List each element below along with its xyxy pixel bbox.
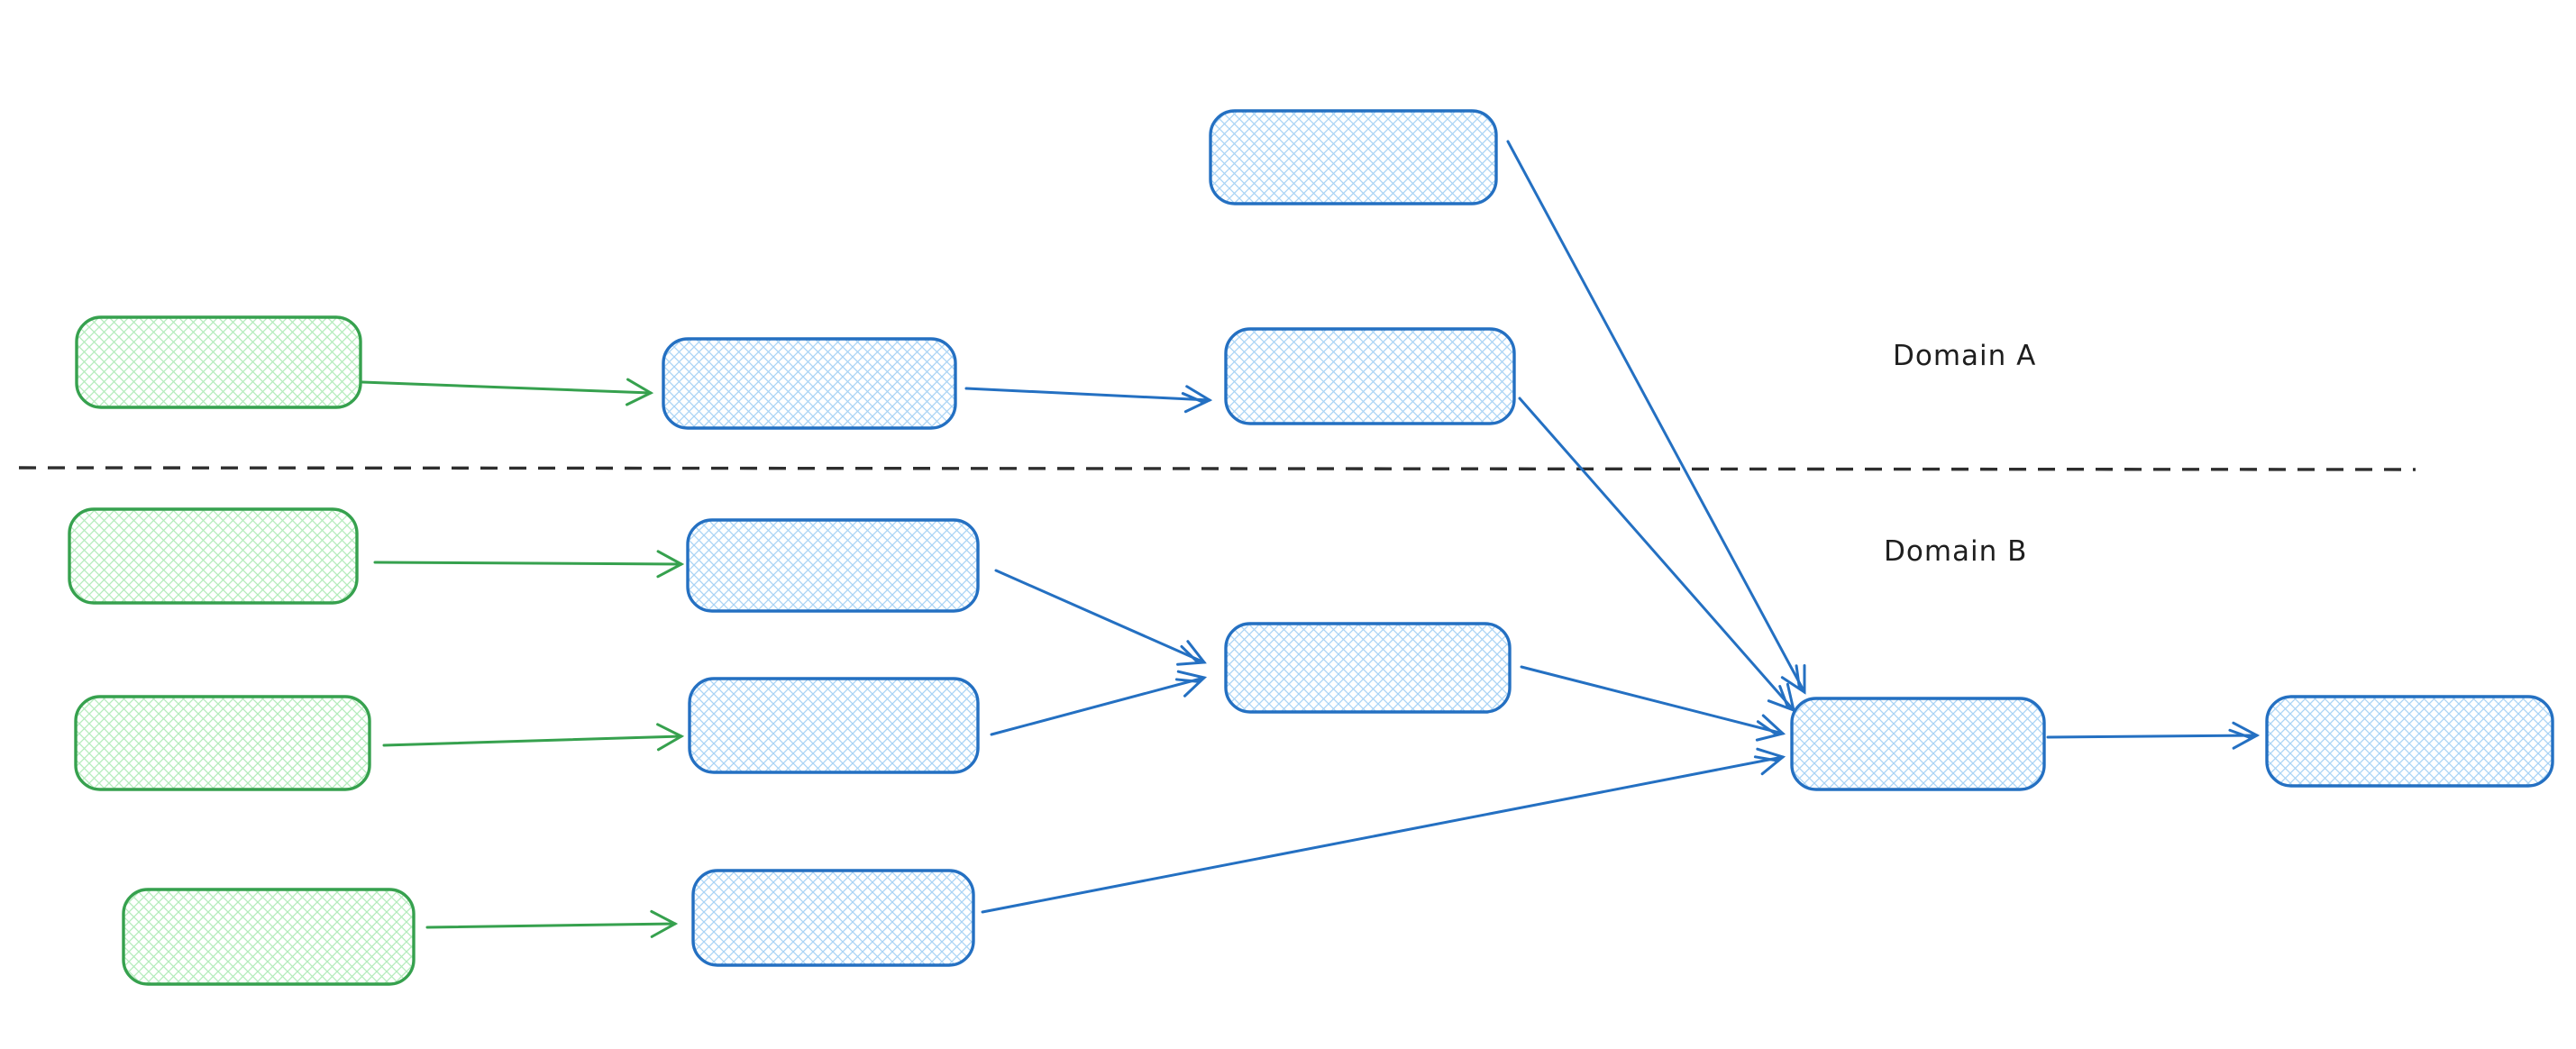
node-domain-a-extra-source (1209, 109, 1498, 205)
domain-a-label: Domain A (1893, 340, 2036, 372)
node-domain-b-stage-1b (688, 677, 980, 774)
node-domain-b-stage-1c (691, 869, 975, 967)
arrow-b-source1-to-stage1a (373, 550, 685, 579)
node-domain-b-source-1 (68, 507, 359, 605)
node-domain-b-merge (1224, 622, 1512, 714)
arrow-b-stage1c-to-convergence (981, 747, 1786, 914)
arrow-a-source-to-stage1 (361, 378, 654, 406)
arrow-a-stage1-to-stage2 (964, 385, 1213, 414)
arrow-b-merge-to-convergence (1520, 665, 1786, 742)
arrow-b-stage1b-to-merge (990, 670, 1208, 736)
node-final-output (2265, 695, 2554, 788)
arrow-convergence-to-output (2046, 721, 2261, 750)
domain-divider-line (18, 466, 2416, 471)
node-domain-b-stage-1a (686, 518, 980, 613)
node-domain-a-stage-1 (662, 337, 957, 430)
arrow-b-source3-to-stage1c (425, 909, 679, 938)
arrow-a-extra-to-convergence (1506, 140, 1806, 695)
domain-b-label: Domain B (1884, 535, 2027, 568)
node-domain-b-source-3 (122, 888, 416, 986)
arrow-a-stage2-to-convergence (1518, 397, 1796, 713)
node-convergence (1790, 697, 2046, 791)
node-domain-b-source-2 (74, 695, 371, 791)
arrow-b-stage1a-to-merge (994, 569, 1207, 666)
arrow-b-source2-to-stage1b (382, 723, 685, 752)
node-domain-a-stage-2 (1224, 327, 1516, 425)
node-domain-a-source (75, 315, 362, 409)
